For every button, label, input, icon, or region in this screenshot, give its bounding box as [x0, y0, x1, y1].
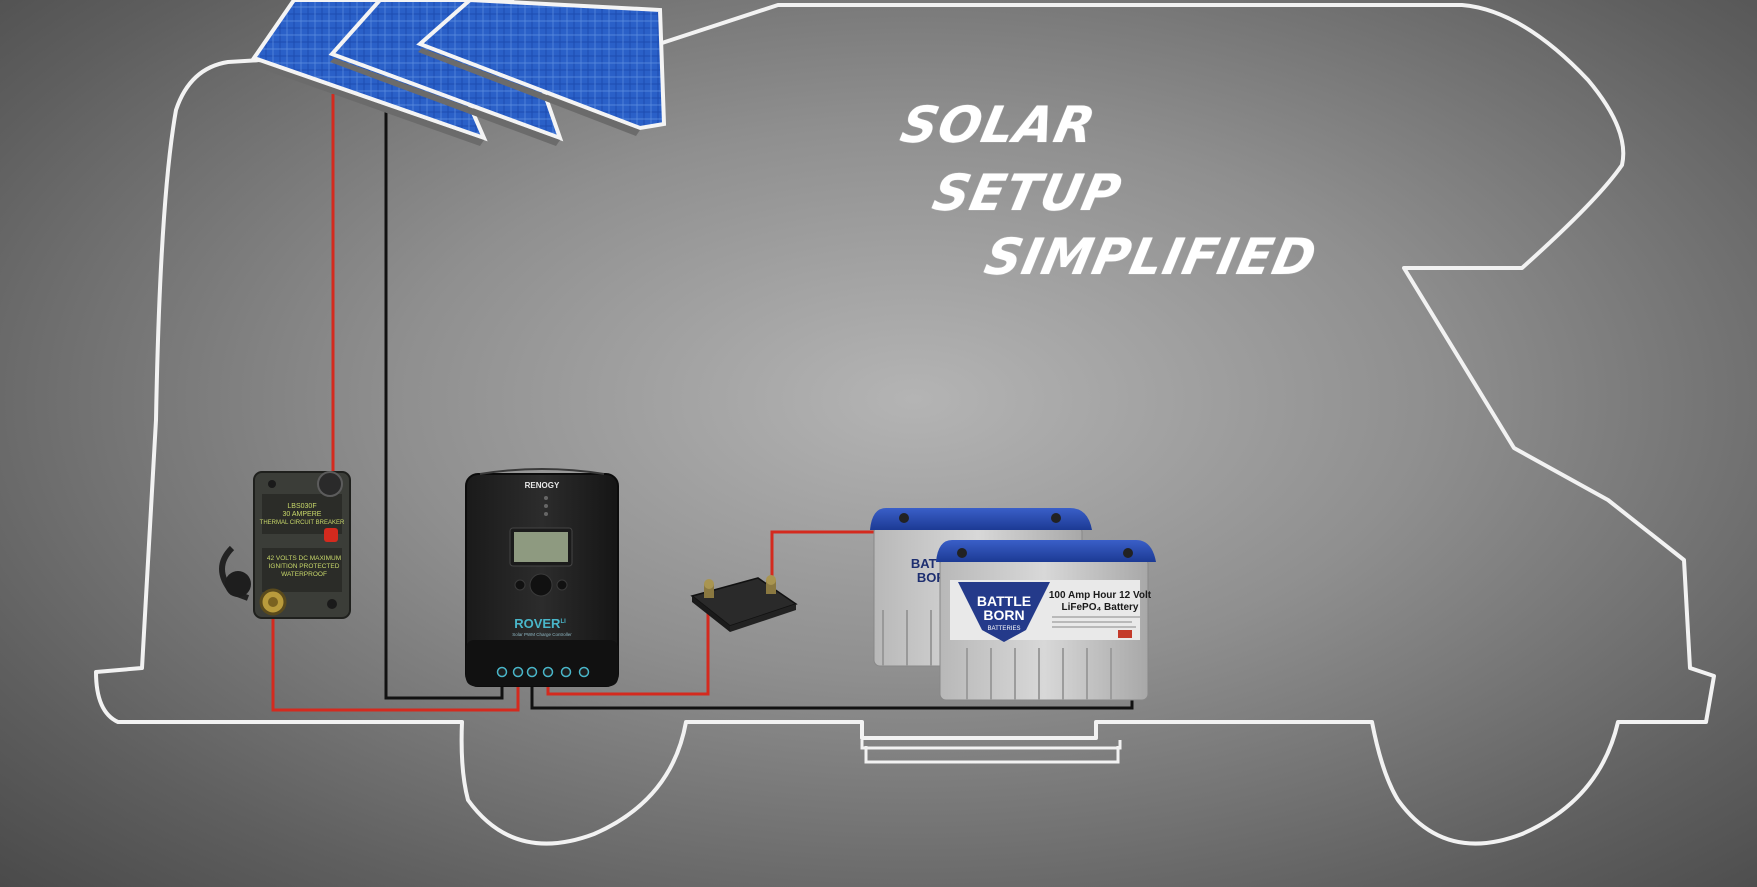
battery-front-brand-3: BATTERIES: [988, 626, 1021, 632]
breaker-label-5: IGNITION PROTECTED: [269, 563, 340, 570]
controller-brand: RENOGY: [525, 481, 560, 490]
battery-spec-2: LiFePO₄ Battery: [1061, 602, 1138, 613]
controller-model: ROVERLI: [514, 616, 566, 631]
battery-front-brand-1: BATTLE: [977, 593, 1031, 609]
charge-controller: RENOGY ROVERLI Solar PWM Charge Controll…: [465, 468, 619, 687]
controller-nav-buttons: [529, 573, 553, 597]
controller-terminals: [496, 666, 590, 678]
controller-subtitle: Solar PWM Charge Controller: [512, 632, 572, 637]
rv-outline: [94, 3, 1716, 846]
fuse-to-battery-positive-wire: [770, 530, 904, 590]
breaker-label-3: THERMAL CIRCUIT BREAKER: [260, 520, 345, 526]
fuse-block: [690, 575, 798, 632]
battery-spec-1: 100 Amp Hour 12 Volt: [1049, 590, 1152, 601]
circuit-breaker: LBS030F 30 AMPERE THERMAL CIRCUIT BREAKE…: [219, 471, 351, 619]
breaker-label-2: 30 AMPERE: [283, 511, 322, 518]
breaker-label-1: LBS030F: [287, 503, 316, 510]
breaker-label-4: 42 VOLTS DC MAXIMUM: [267, 555, 341, 562]
solar-panel-3: [416, 0, 667, 131]
battery-front: BATTLE BORN BATTERIES 100 Amp Hour 12 Vo…: [936, 540, 1156, 701]
battery-front-brand-2: BORN: [983, 607, 1024, 623]
breaker-label-6: WATERPROOF: [281, 571, 327, 578]
solar-panels: [250, 0, 667, 146]
breaker-to-controller-positive-wire: [271, 598, 520, 712]
battery-logo: [958, 582, 1050, 642]
